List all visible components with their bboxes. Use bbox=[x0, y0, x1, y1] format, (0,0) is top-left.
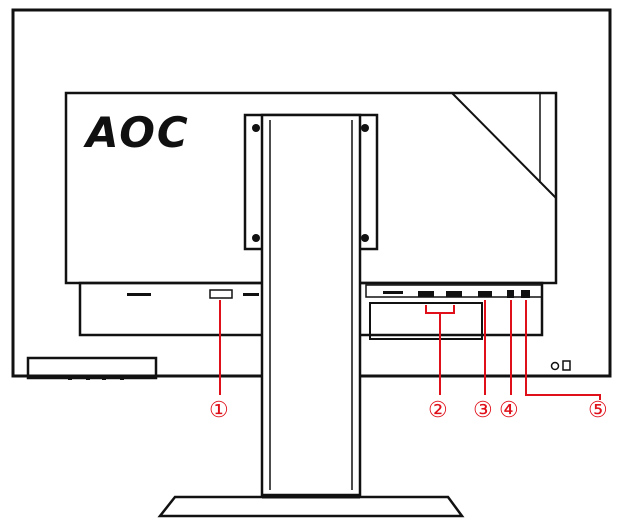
vesa-screw bbox=[361, 124, 369, 132]
housing-diagonal-line bbox=[451, 92, 557, 199]
lock-icon bbox=[562, 360, 571, 371]
callout-4: ④ bbox=[499, 398, 519, 423]
lock-slot-icon bbox=[550, 361, 560, 371]
audio-port-icon bbox=[507, 290, 514, 298]
stand-neck bbox=[260, 113, 362, 497]
hdmi-port-icon bbox=[418, 291, 434, 297]
hdmi-port-icon bbox=[446, 291, 462, 297]
callout-5: ⑤ bbox=[588, 398, 608, 423]
stand-base bbox=[157, 495, 465, 518]
power-port-icon bbox=[209, 289, 233, 299]
aoc-logo: AOC bbox=[86, 108, 190, 157]
button-dots bbox=[68, 377, 124, 380]
vent-dots bbox=[127, 291, 403, 296]
vesa-screw bbox=[252, 234, 260, 242]
vesa-screw bbox=[361, 234, 369, 242]
button-panel bbox=[26, 356, 158, 380]
callout-3: ③ bbox=[473, 398, 493, 423]
usb-port-icon bbox=[521, 290, 530, 298]
callout-2: ② bbox=[428, 398, 448, 423]
recessed-block bbox=[369, 302, 483, 340]
vesa-screw bbox=[252, 124, 260, 132]
callout-5-leader bbox=[525, 300, 601, 400]
callout-1: ① bbox=[209, 398, 229, 423]
displayport-icon bbox=[478, 291, 492, 297]
